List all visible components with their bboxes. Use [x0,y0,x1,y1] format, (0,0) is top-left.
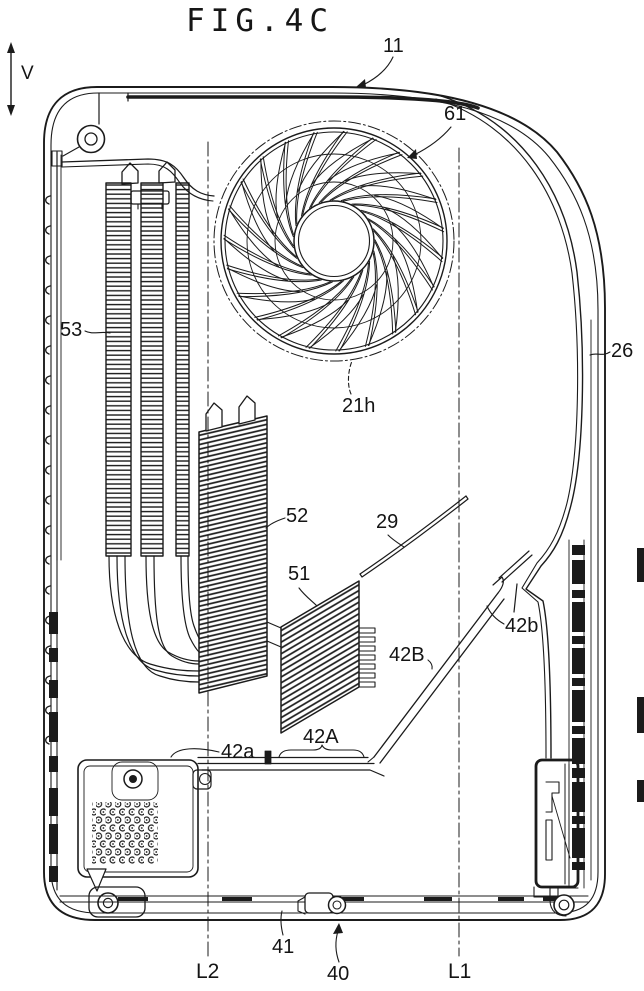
centerline-label-l2: L2 [196,960,220,983]
ref-label-foot: 40 [327,963,350,985]
figure-title: FIG.4C [186,3,334,39]
centerline-label-l1: L1 [448,960,472,983]
ref-label-fan-opening: 21h [342,395,376,417]
ref-label-housing: 11 [383,35,404,57]
ref-label-heatsink-upper: 52 [286,505,309,527]
ref-label-duct-hook: 42b [505,615,539,637]
ref-label-fan: 61 [444,103,467,125]
ref-label-heat-pipes: 53 [60,319,83,341]
ref-label-heatsink-lower: 51 [288,563,311,585]
ref-label-duct-bottom: 42A [303,726,339,748]
ref-label-duct: 42B [389,644,425,666]
view-axis-label: V [21,63,34,84]
ref-label-duct-edge: 42a [221,741,255,763]
ref-label-bottom-rail: 41 [272,936,295,958]
ref-label-air-guide: 29 [376,511,399,533]
ref-label-side-wall: 26 [611,340,634,362]
